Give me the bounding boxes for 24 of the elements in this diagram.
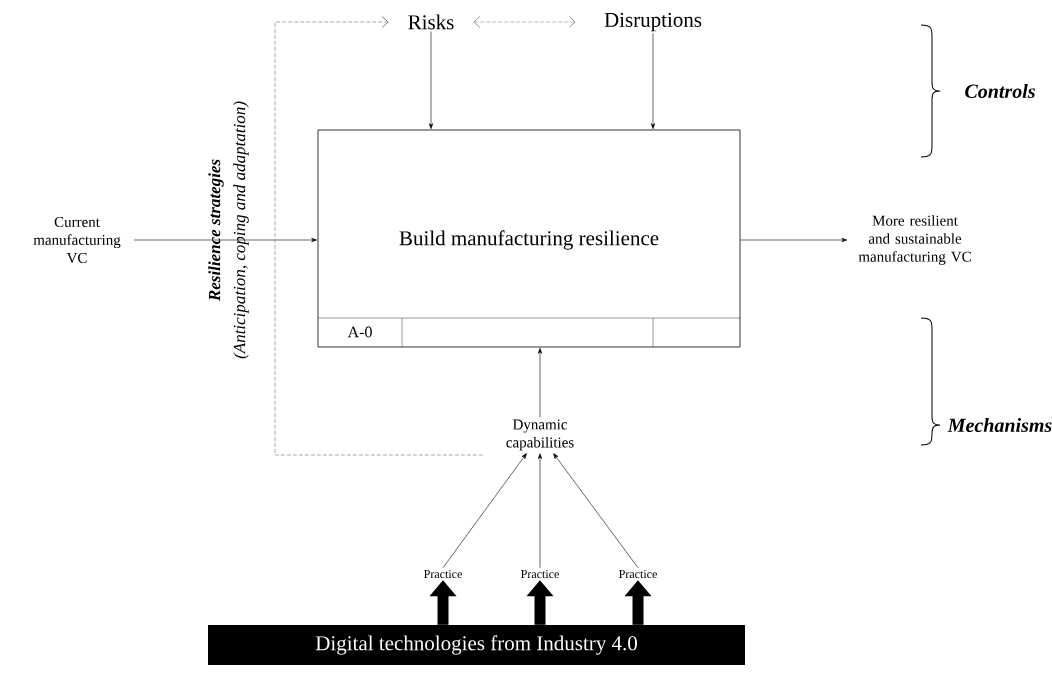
arrow — [650, 33, 656, 129]
arrow — [442, 453, 527, 569]
node-label: Disruptions — [604, 12, 702, 32]
arrow — [553, 453, 639, 569]
dashed-arrow — [274, 16, 484, 456]
node-label: Practice — [424, 569, 462, 579]
node-label: More resilient and sustainable manufacturing VC — [858, 215, 971, 265]
arrow — [740, 237, 848, 243]
arrow — [133, 237, 317, 243]
arrow — [537, 453, 543, 569]
node-label: Practice — [521, 569, 559, 579]
node-label: Practice — [619, 569, 657, 579]
dashed-arrow — [473, 16, 576, 28]
technology-bar: Digital technologies from Industry 4.0 — [208, 625, 745, 665]
node-label: Current manufacturing VC — [33, 216, 121, 264]
group-label: Controls — [965, 83, 1035, 99]
function-box: Build manufacturing resilience A-0 — [317, 129, 741, 348]
arrow — [537, 348, 543, 418]
node-label: Dynamic capabilities — [506, 419, 574, 451]
rotated-label: Resilience strategies — [208, 159, 224, 302]
group-label: Mechanisms — [947, 417, 1052, 433]
rotated-label: (Anticipation, coping and adaptation) — [233, 101, 249, 359]
node-label: Risks — [408, 14, 454, 30]
arrow — [428, 31, 434, 129]
